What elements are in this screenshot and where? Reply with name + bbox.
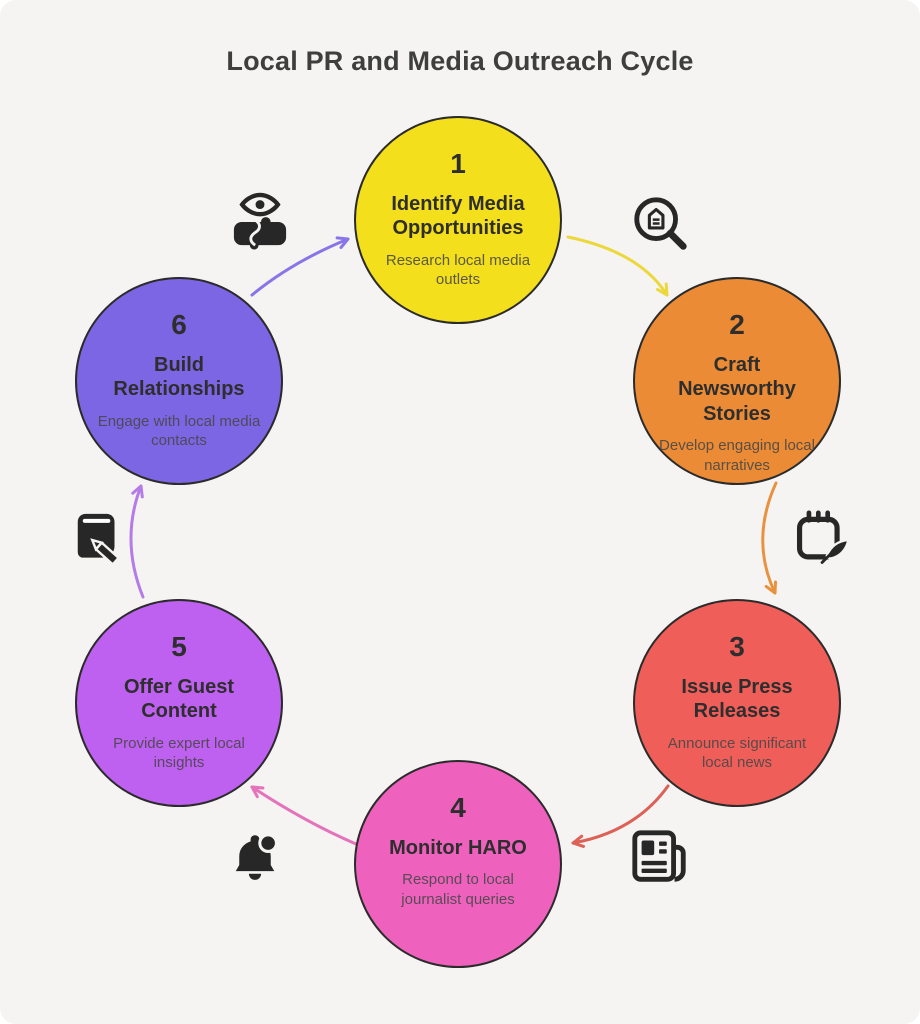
step-circle-5: 5 Offer Guest Content Provide expert loc… <box>75 599 283 807</box>
step-title: Monitor HARO <box>389 837 527 859</box>
step-number: 6 <box>171 309 187 340</box>
step-circle-3: 3 Issue Press Releases Announce signific… <box>633 599 841 807</box>
step-number: 3 <box>729 631 745 662</box>
newspaper-icon <box>629 827 691 887</box>
step-title: Build Relationships <box>113 354 245 401</box>
step-title: Craft Newsworthy Stories <box>678 354 796 425</box>
notepad-quill-icon <box>793 507 853 573</box>
arrowhead-4-to-5 <box>250 785 265 799</box>
step-description: Respond to local journalist queries <box>401 871 515 908</box>
search-magnifier-icon <box>630 193 692 257</box>
arrowhead-2-to-3 <box>764 580 777 595</box>
arrow-5-to-6 <box>129 484 145 599</box>
step-circle-2: 2 Craft Newsworthy Stories Develop engag… <box>633 277 841 485</box>
step-number: 1 <box>450 148 466 179</box>
arrowhead-6-to-1 <box>335 236 350 249</box>
page-title: Local PR and Media Outreach Cycle <box>226 46 694 76</box>
notification-bell-icon <box>227 829 283 887</box>
arrowhead-5-to-6 <box>131 484 144 499</box>
step-circle-1: 1 Identify Media Opportunities Research … <box>354 116 562 324</box>
arrow-2-to-3 <box>761 481 778 595</box>
arrowhead-1-to-2 <box>656 282 669 297</box>
step-description: Research local media outlets <box>385 251 531 289</box>
step-description: Provide expert local insights <box>113 734 245 772</box>
book-pencil-icon <box>69 509 125 573</box>
step-circle-6: 6 Build Relationships Engage with local … <box>75 277 283 485</box>
step-title: Offer Guest Content <box>123 676 235 723</box>
step-number: 4 <box>450 792 466 823</box>
step-description: Develop engaging local narratives <box>659 437 815 474</box>
step-circle-4: 4 Monitor HARO Respond to local journali… <box>354 760 562 968</box>
arrowhead-3-to-4 <box>571 834 585 848</box>
step-number: 5 <box>171 631 187 662</box>
step-number: 2 <box>729 309 745 340</box>
eye-handshake-icon <box>229 192 291 250</box>
step-description: Engage with local media contacts <box>97 412 261 450</box>
step-description: Announce significant local news <box>667 734 807 772</box>
step-title: Issue Press Releases <box>681 676 793 723</box>
step-title: Identify Media Opportunities <box>391 193 525 240</box>
